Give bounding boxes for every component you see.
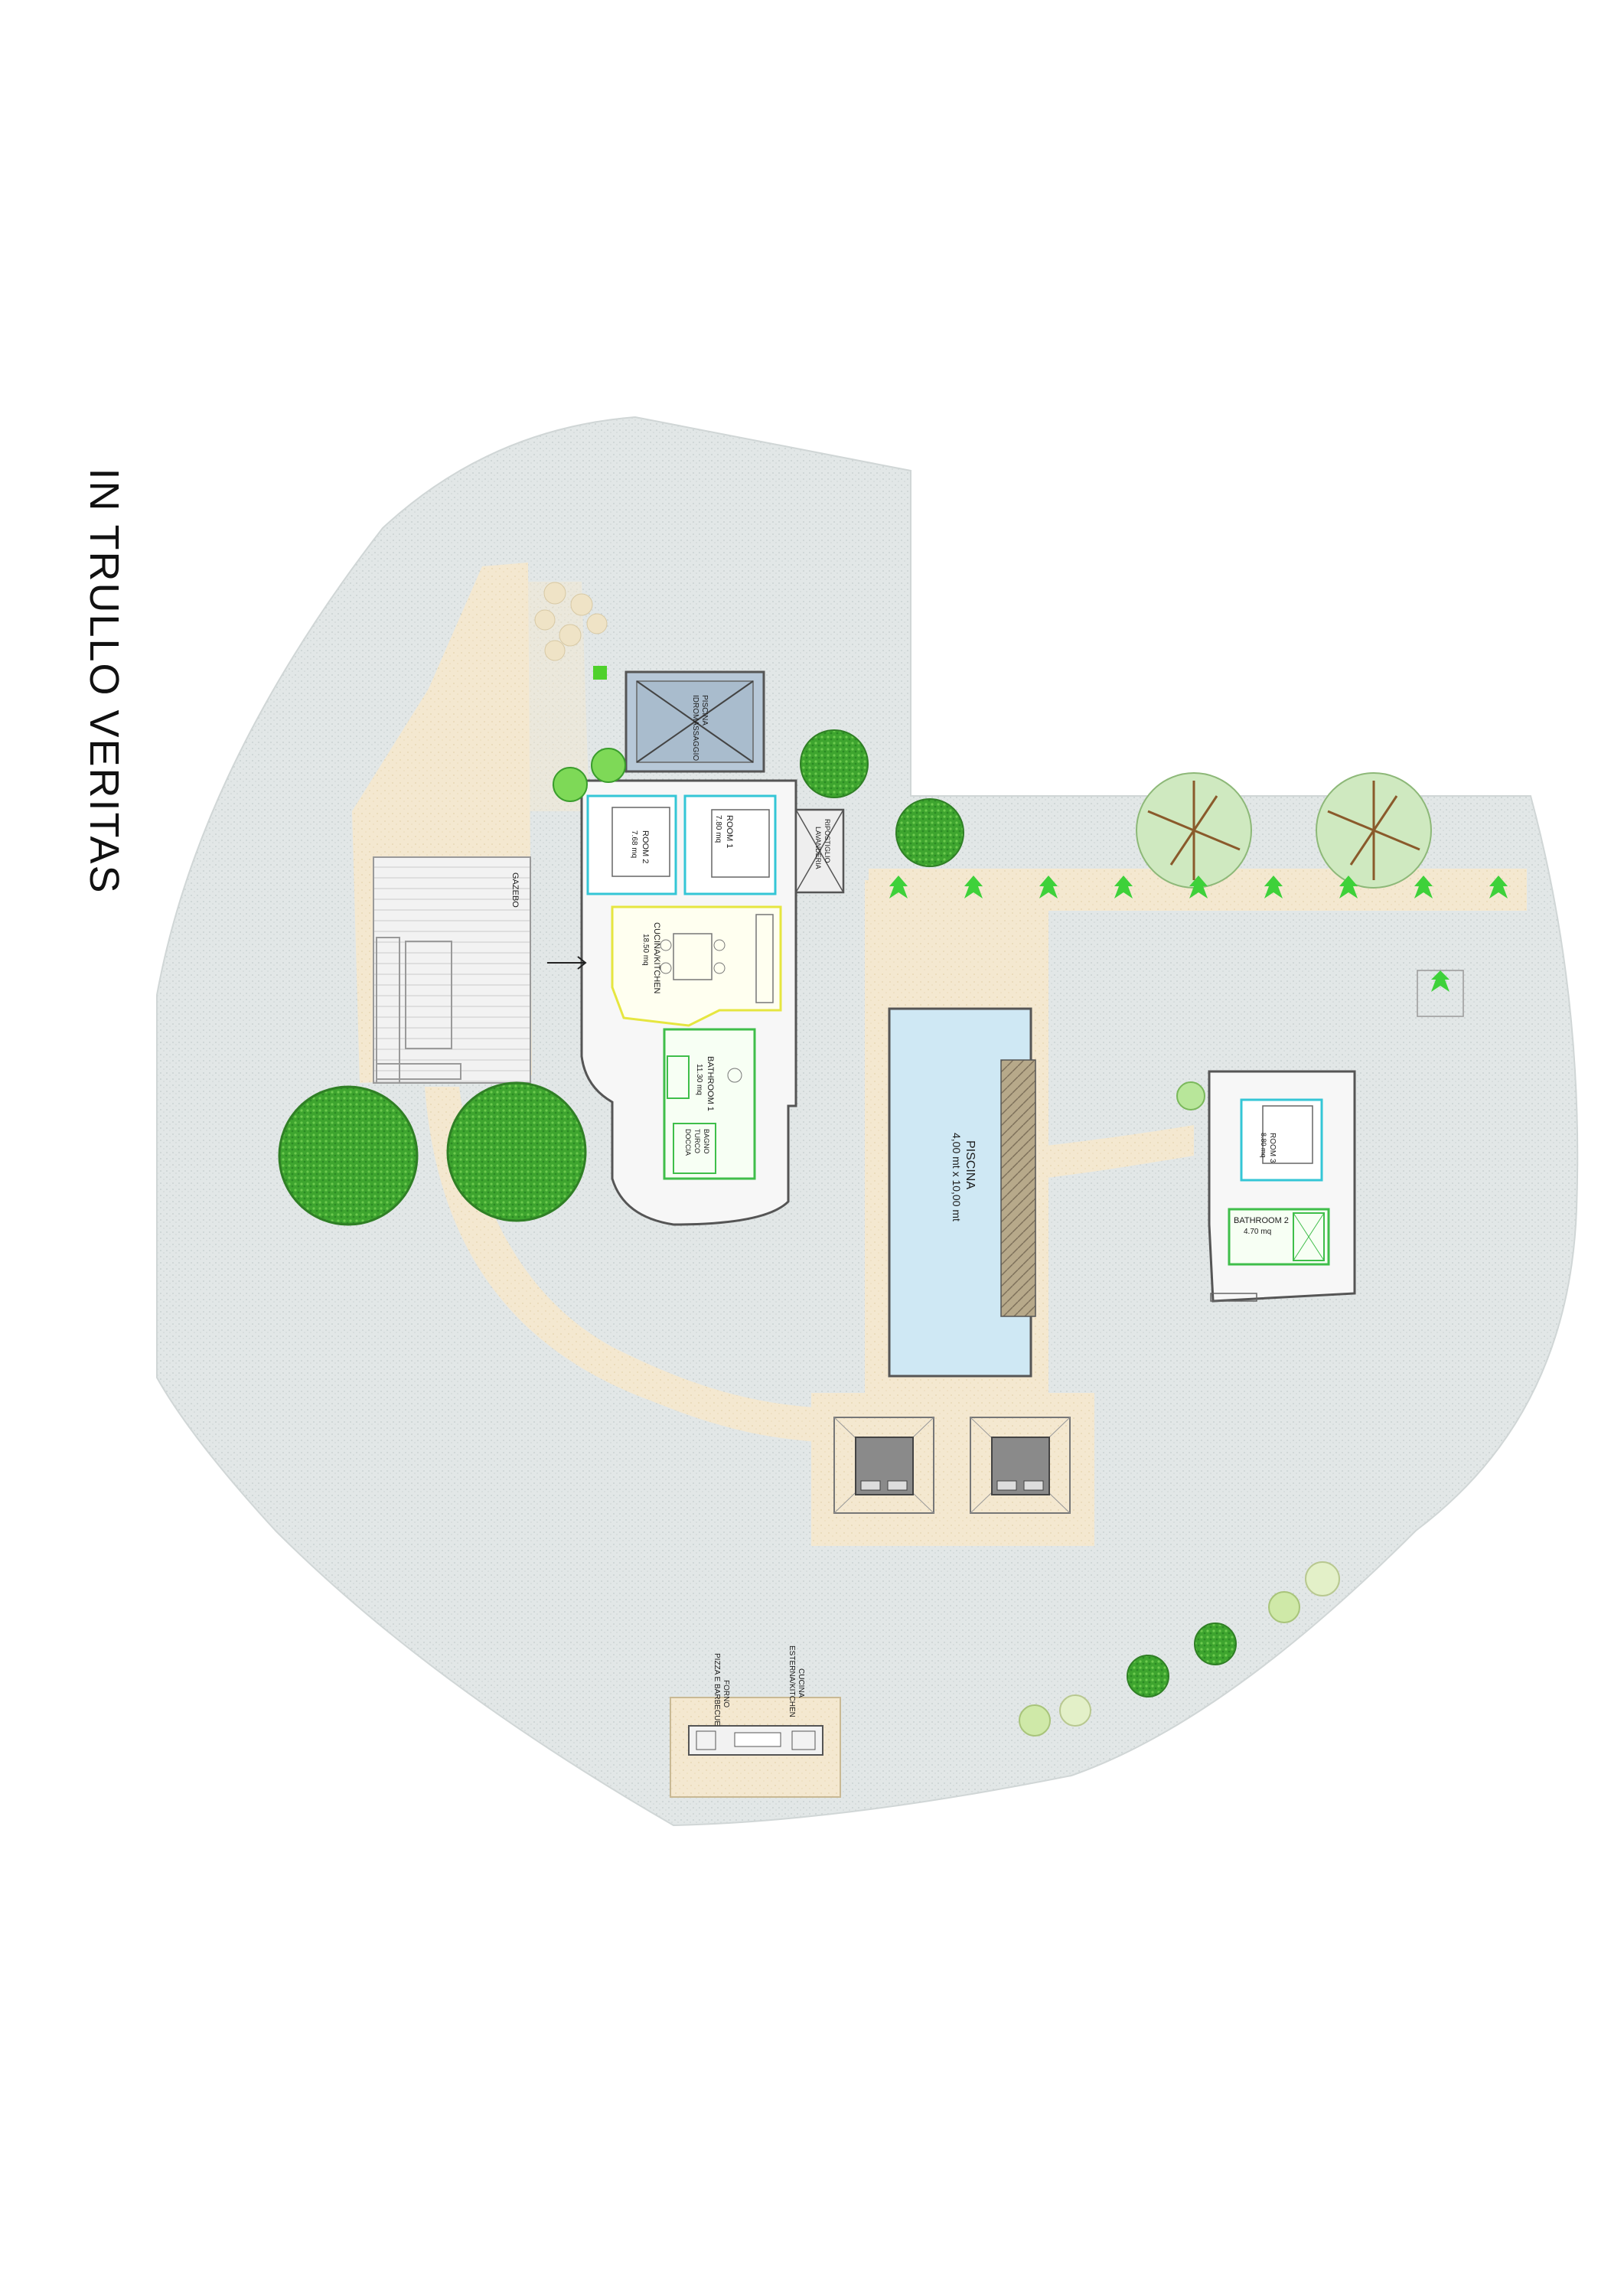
bathroom-2-name: BATHROOM 2 (1234, 1216, 1289, 1225)
shrub-icon (1176, 1081, 1205, 1110)
shrub-icon (1268, 1591, 1300, 1623)
main-house: ROOM 2 7.68 mq ROOM 1 7.80 mq CUCINA/KIT… (547, 779, 797, 1226)
room-1-area: 7.80 mq (714, 815, 722, 843)
room-2-area: 7.68 mq (630, 830, 638, 858)
shrub-icon (1019, 1704, 1051, 1737)
shrub-icon (1305, 1561, 1340, 1596)
palm-icon (1414, 876, 1433, 899)
steam-bath-label-1: BAGNO (703, 1129, 710, 1154)
outdoor-kitchen: FORNO PIZZA E BARBECUE CUCINA ESTERNA/KI… (670, 1645, 841, 1798)
kitchen (611, 905, 782, 1027)
gazebo: GAZEBO (373, 856, 531, 1084)
kitchen-name: CUCINA/KITCHEN (652, 922, 661, 994)
hot-tub-label-1: PISCINA (700, 695, 709, 726)
palm-icon (1039, 876, 1058, 899)
palm-icon (1489, 876, 1508, 899)
bathroom-2 (1228, 1208, 1330, 1266)
small-shrubs (1019, 970, 1464, 1737)
tree-icon (591, 748, 626, 783)
pool-name: PISCINA (964, 1140, 977, 1189)
palm-icon (1189, 876, 1208, 899)
shrub-icon (593, 666, 607, 680)
room-2 (586, 794, 677, 895)
tree-icon (1194, 1623, 1237, 1665)
tree-icon (446, 1081, 587, 1222)
palm-icon (1264, 876, 1283, 899)
bathroom-1-name: BATHROOM 1 (706, 1056, 715, 1111)
room-3 (1240, 1098, 1323, 1182)
palm-row (889, 876, 1508, 899)
tree-icon (278, 1085, 419, 1226)
bathroom-2-area: 4.70 mq (1244, 1228, 1271, 1236)
plan-title: IN TRULLO VERITAS (81, 468, 127, 894)
steam-bath-label-2: TURCO (693, 1129, 701, 1153)
oven-label-1: FORNO (722, 1680, 730, 1707)
trees (278, 666, 1237, 1698)
pool-size: 4,00 mt x 10,00 mt (951, 1133, 963, 1221)
tree-icon (1127, 1655, 1169, 1698)
palm-icon (1339, 876, 1358, 899)
swimming-pool: PISCINA 4,00 mt x 10,00 mt (888, 1007, 1036, 1378)
entrance-arrow-icon (547, 956, 587, 970)
guest-annex: ROOM 3 8.80 mq BATHROOM 2 4.70 mq (1208, 1070, 1356, 1303)
tree-icon (800, 729, 869, 798)
outdoor-kitchen-label-2: ESTERNA/KITCHEN (788, 1645, 796, 1717)
bathroom-1-area: 11.30 mq (695, 1064, 703, 1095)
laundry-room: RIPOSTIGLIO LAVANDERIA (794, 808, 845, 894)
sunbed-gazebos (833, 1417, 1071, 1514)
room-3-area: 8.80 mq (1260, 1133, 1267, 1158)
bathroom-1 (663, 1028, 756, 1180)
gazebo-label: GAZEBO (510, 872, 520, 908)
outdoor-kitchen-label-1: CUCINA (797, 1668, 805, 1698)
stepping-stones (534, 582, 608, 661)
room-2-name: ROOM 2 (641, 830, 650, 863)
hot-tub: PISCINA IDROMASSAGGIO (624, 670, 765, 773)
shrub-icon (1059, 1694, 1091, 1727)
palm-icon (1114, 876, 1133, 899)
hot-tub-label-2: IDROMASSAGGIO (691, 695, 699, 761)
tree-icon (553, 767, 588, 802)
oven-label-2: PIZZA E BARBECUE (713, 1653, 721, 1726)
laundry-label: LAVANDERIA (814, 827, 822, 869)
room-3-name: ROOM 3 (1268, 1133, 1277, 1163)
room-1-name: ROOM 1 (725, 815, 734, 848)
steam-bath-label-3: DOCCIA (684, 1129, 692, 1156)
storage-label: RIPOSTIGLIO (823, 819, 831, 863)
kitchen-area: 18.50 mq (641, 934, 650, 966)
palm-icon (889, 876, 908, 899)
tree-icon (895, 798, 964, 867)
palm-icon (964, 876, 983, 899)
